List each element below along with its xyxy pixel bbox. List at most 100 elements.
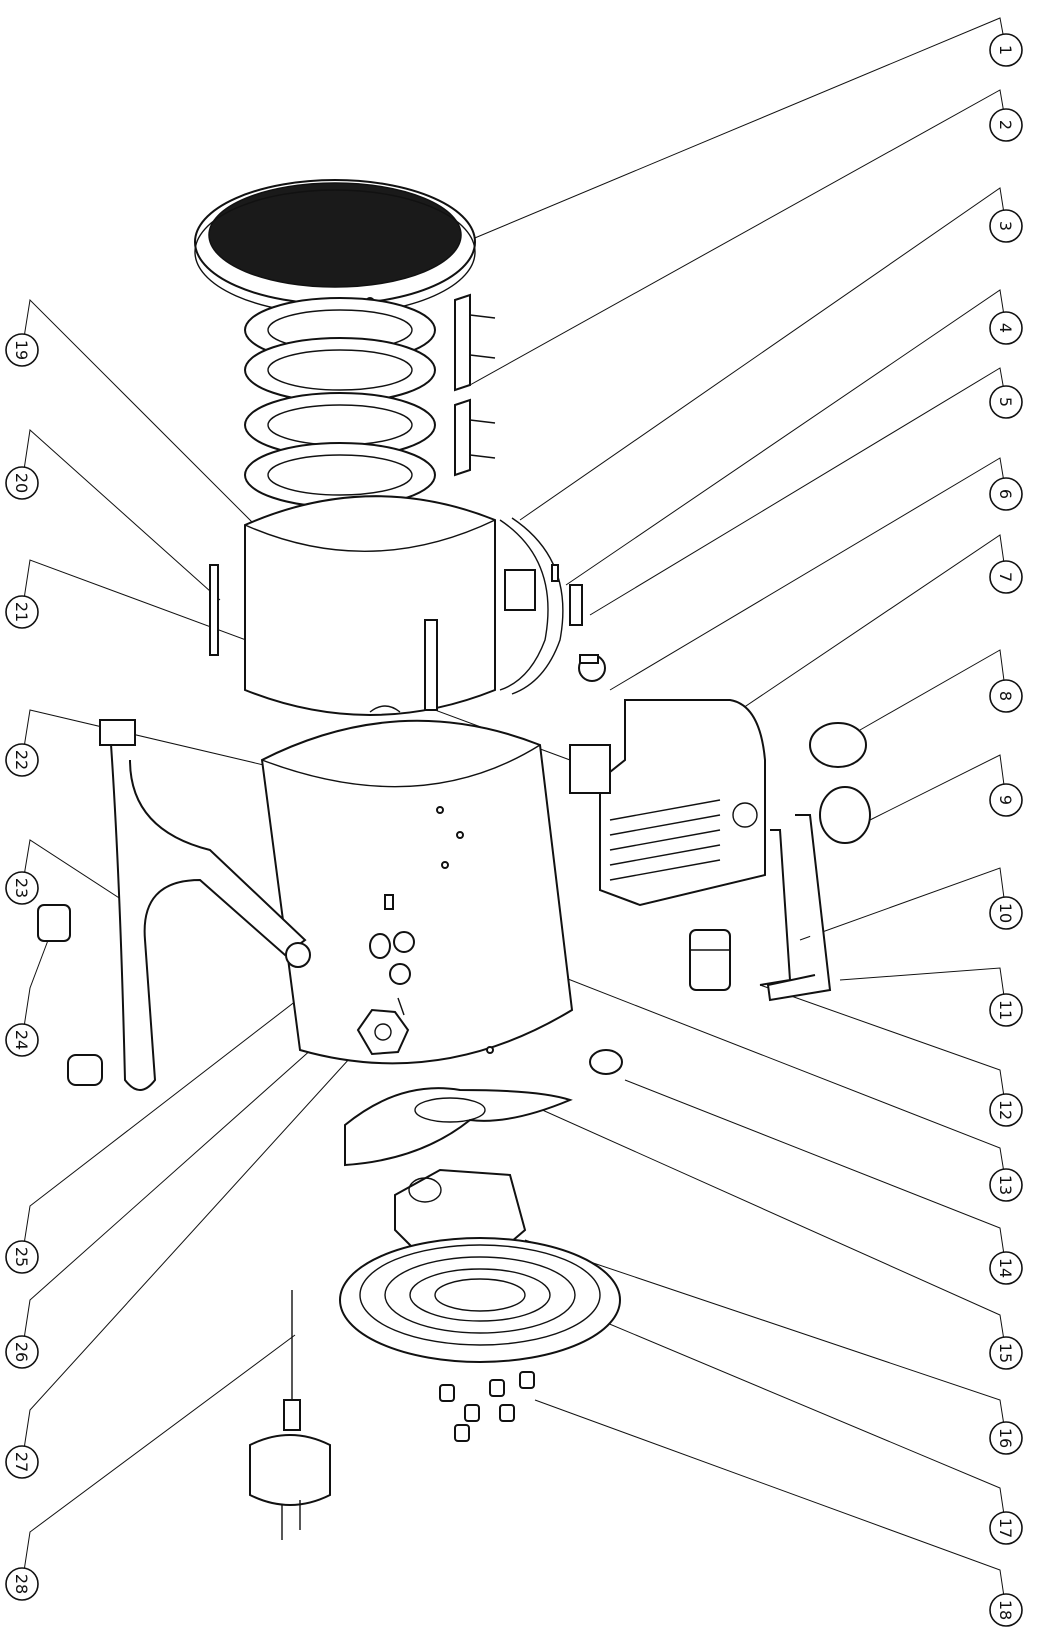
heater-housing [244, 495, 564, 716]
callout-14: 14 [989, 1251, 1023, 1285]
callout-number: 4 [996, 323, 1015, 333]
callout-number: 8 [996, 691, 1015, 701]
callout-number: 19 [12, 340, 31, 360]
callout-15: 15 [989, 1336, 1023, 1370]
callout-number: 15 [996, 1343, 1015, 1363]
callout-number: 17 [996, 1518, 1015, 1538]
callout-circle [989, 1168, 1023, 1202]
callout-circle [989, 679, 1023, 713]
callout-circle [989, 1421, 1023, 1455]
callout-number: 21 [12, 602, 31, 622]
callout-26: 26 [5, 1335, 39, 1369]
callout-circle [989, 33, 1023, 67]
hose-clamp [37, 904, 103, 1086]
callout-20: 20 [5, 466, 39, 500]
thermostat-clip [569, 584, 583, 626]
nut [393, 931, 415, 953]
callout-16: 16 [989, 1421, 1023, 1455]
callout-number: 24 [12, 1030, 31, 1050]
callout-27: 27 [5, 1445, 39, 1479]
callout-circle [5, 1567, 39, 1601]
callout-number: 13 [996, 1175, 1015, 1195]
callout-number: 3 [996, 221, 1015, 231]
star-knob [356, 997, 410, 1056]
callout-circle [989, 1093, 1023, 1127]
callout-number: 28 [12, 1574, 31, 1594]
bottom-guard [339, 1237, 621, 1363]
callout-9: 9 [989, 783, 1023, 817]
callout-17: 17 [989, 1511, 1023, 1545]
rubber-feet [439, 1371, 535, 1442]
callout-number: 14 [996, 1258, 1015, 1278]
callout-8: 8 [989, 679, 1023, 713]
callout-circle [989, 311, 1023, 345]
callout-18: 18 [989, 1593, 1023, 1627]
callout-circle [989, 1593, 1023, 1627]
gasket-strip [209, 564, 219, 656]
handle [99, 719, 311, 1091]
callout-circle [989, 108, 1023, 142]
power-plug [249, 1290, 331, 1540]
callout-circle [5, 1335, 39, 1369]
callout-number: 9 [996, 795, 1015, 805]
washer [389, 963, 411, 985]
callout-circle [5, 595, 39, 629]
main-body-cylinder [260, 705, 574, 1065]
callout-6: 6 [989, 477, 1023, 511]
callout-number: 18 [996, 1600, 1015, 1620]
callout-number: 22 [12, 750, 31, 770]
callout-circle [5, 1445, 39, 1479]
callout-19: 19 [5, 333, 39, 367]
callout-circle [989, 477, 1023, 511]
callout-circle [989, 1511, 1023, 1545]
callout-number: 23 [12, 878, 31, 898]
callout-circle [989, 1336, 1023, 1370]
callout-13: 13 [989, 1168, 1023, 1202]
callout-22: 22 [5, 743, 39, 777]
callout-labels: 1234567891011121314151617181920212223242… [5, 33, 1023, 1627]
callout-number: 25 [12, 1247, 31, 1267]
callout-21: 21 [5, 595, 39, 629]
callout-12: 12 [989, 1093, 1023, 1127]
callout-circle [989, 1251, 1023, 1285]
callout-number: 20 [12, 473, 31, 493]
callout-number: 27 [12, 1452, 31, 1472]
callout-circle [5, 1240, 39, 1274]
rubber-washer [589, 1049, 623, 1075]
callout-circle [5, 333, 39, 367]
callout-circle [989, 209, 1023, 243]
control-knob [809, 722, 871, 844]
callout-number: 2 [996, 120, 1015, 130]
callout-number: 6 [996, 489, 1015, 499]
callout-number: 7 [996, 572, 1015, 582]
callout-circle [989, 385, 1023, 419]
callout-number: 10 [996, 903, 1015, 923]
callout-number: 16 [996, 1428, 1015, 1448]
callout-2: 2 [989, 108, 1023, 142]
top-grille-disc [194, 179, 476, 315]
callout-1: 1 [989, 33, 1023, 67]
callout-circle [989, 993, 1023, 1027]
callout-circle [989, 896, 1023, 930]
callout-circle [5, 466, 39, 500]
heating-coil [244, 293, 496, 508]
callout-number: 1 [996, 45, 1015, 55]
callout-5: 5 [989, 385, 1023, 419]
grommet [369, 933, 391, 959]
control-box [569, 699, 766, 907]
callout-circle [989, 783, 1023, 817]
callout-23: 23 [5, 871, 39, 905]
callout-circle [5, 743, 39, 777]
callout-11: 11 [989, 993, 1023, 1027]
callout-number: 26 [12, 1342, 31, 1362]
callout-28: 28 [5, 1567, 39, 1601]
fan-blade [344, 1087, 573, 1167]
callout-7: 7 [989, 560, 1023, 594]
cable-gland [689, 929, 731, 991]
callout-number: 11 [996, 1000, 1015, 1020]
callout-25: 25 [5, 1240, 39, 1274]
callout-number: 5 [996, 397, 1015, 407]
small-pin [551, 564, 559, 582]
